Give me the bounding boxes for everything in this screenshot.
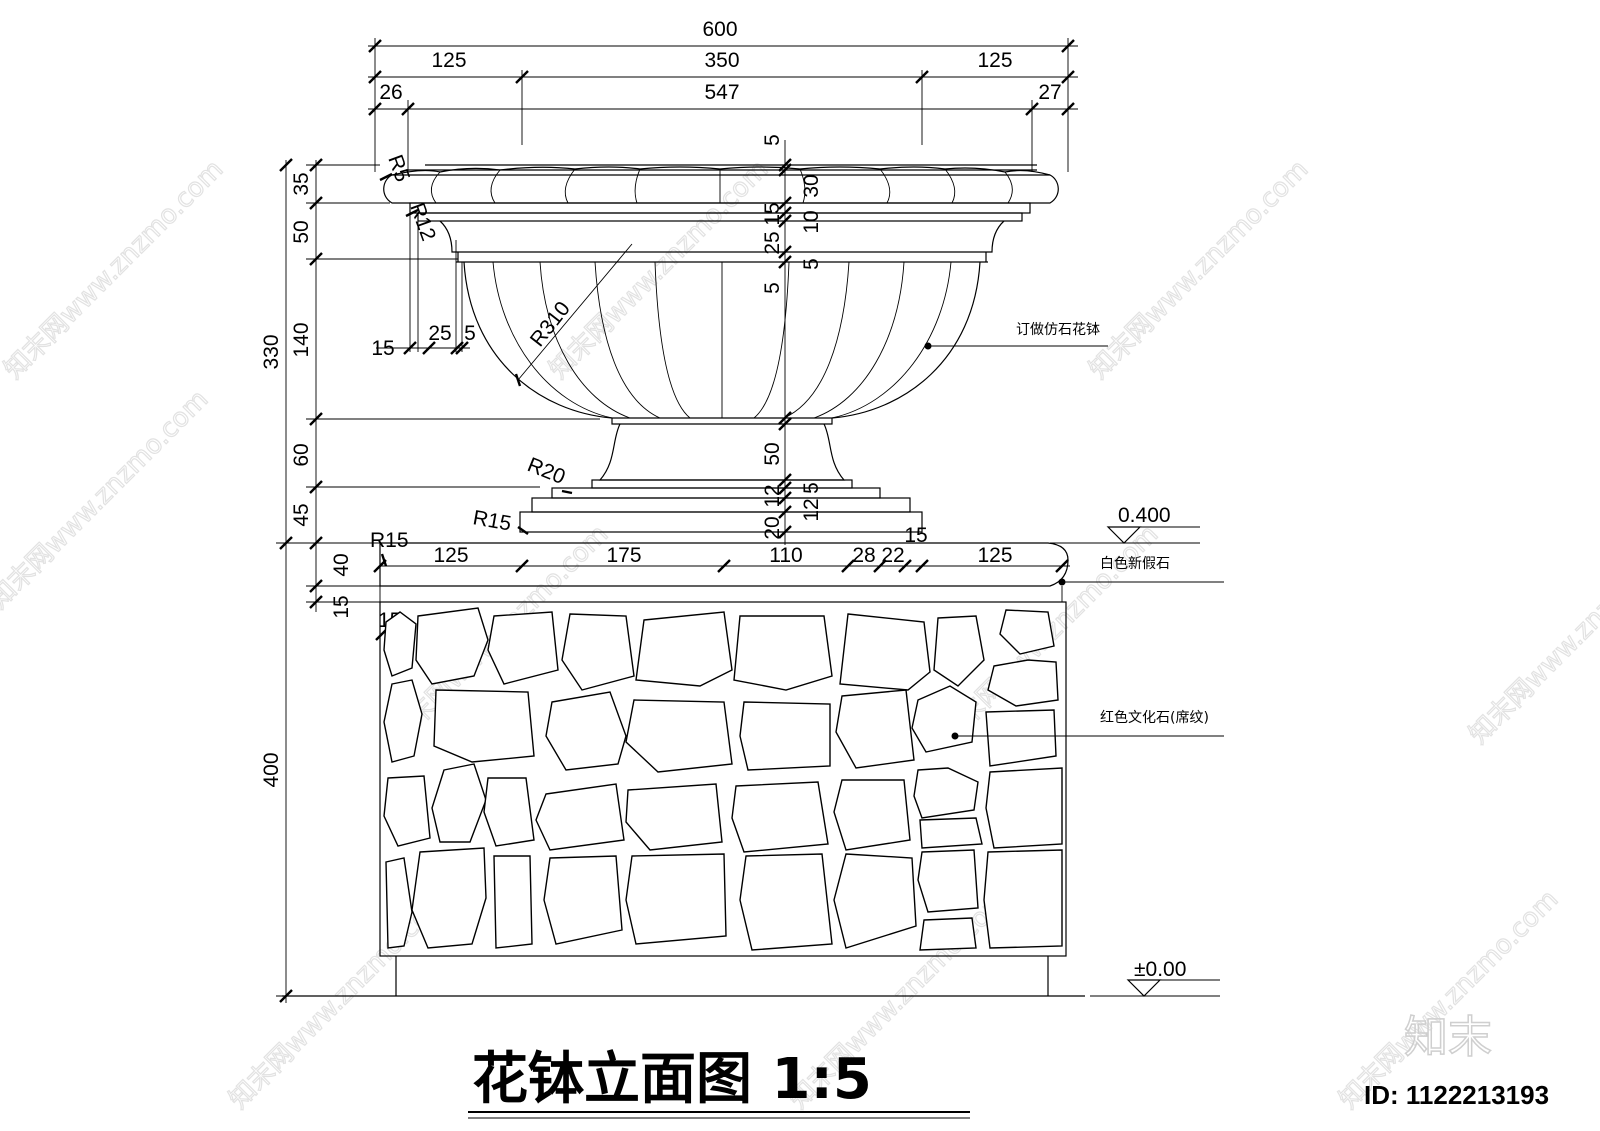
- inner-dimensions: 15 25 5: [371, 205, 476, 360]
- center-dim-25: 25: [761, 231, 784, 254]
- slab-dim-28: 28: [852, 544, 875, 567]
- dim-overall-600: 600: [702, 18, 737, 41]
- center-dimensions: 5 30 15 10 25 5 5 50 12 5 12 20 15: [761, 134, 928, 547]
- radius-r12: R12: [405, 200, 440, 244]
- center-dim-5b: 5: [800, 258, 823, 270]
- dim-125-left: 125: [431, 49, 466, 72]
- dim-15-inner: 15: [371, 337, 394, 360]
- center-dim-5d: 5: [800, 482, 823, 494]
- top-dimensions: 600 125 350 125 26 547 27: [368, 18, 1078, 172]
- center-dim-15: 15: [761, 202, 784, 225]
- dim-547: 547: [704, 81, 739, 104]
- radius-r5: R5: [383, 152, 414, 185]
- annotation-slab: 白色新假石: [1100, 555, 1170, 572]
- dim-50: 50: [290, 220, 313, 243]
- watermark-text: 知末网www.znzmo.com: [1464, 519, 1600, 750]
- center-dim-12a: 12: [761, 484, 784, 507]
- slab-dim-175: 175: [606, 544, 641, 567]
- center-dim-12b: 12: [800, 498, 823, 521]
- title-block: 花钵立面图 1:5: [468, 1047, 970, 1119]
- center-dim-20: 20: [761, 516, 784, 539]
- annotation-base: 红色文化石(席纹): [1100, 709, 1209, 726]
- center-dim-10: 10: [800, 210, 823, 233]
- level-top: 0.400: [1118, 504, 1171, 527]
- radius-r20: R20: [524, 453, 568, 489]
- dim-45: 45: [290, 503, 313, 526]
- id-label: ID: 1122213193: [1364, 1080, 1549, 1110]
- left-dimensions: 330 400 35 50 140 60 45 40 15: [260, 158, 600, 1003]
- drawing-title: 花钵立面图 1:5: [472, 1047, 872, 1112]
- slab-dim-125a: 125: [433, 544, 468, 567]
- radius-r15-slab: R15: [370, 529, 409, 552]
- dim-26: 26: [379, 81, 402, 104]
- dim-400: 400: [260, 752, 283, 787]
- slab-dim-110: 110: [769, 544, 802, 567]
- dim-27: 27: [1038, 81, 1061, 104]
- dim-35: 35: [290, 172, 313, 195]
- annotation-bowl: 订做仿石花钵: [1016, 322, 1100, 338]
- watermark-text: 知末网www.znzmo.com: [0, 154, 229, 385]
- dim-330: 330: [260, 334, 283, 369]
- watermark-text: 知末网www.znzmo.com: [0, 384, 214, 615]
- level-ground: ±0.00: [1134, 958, 1186, 981]
- brand-mark: 知末: [1404, 1012, 1492, 1063]
- center-dim-50: 50: [761, 442, 784, 465]
- slab-dim-125b: 125: [977, 544, 1012, 567]
- dim-60: 60: [290, 443, 313, 466]
- stone-base: [282, 601, 1085, 997]
- cap-slab: 125 175 110 28 22 125: [373, 542, 1070, 602]
- center-dim-5c: 5: [761, 282, 784, 294]
- center-dim-30: 30: [800, 174, 823, 197]
- center-dim-15b: 15: [904, 524, 927, 547]
- watermark-text: 知末网www.znzmo.com: [544, 154, 775, 385]
- flower-bowl: [383, 164, 1059, 533]
- radius-r15-stem: R15: [471, 506, 513, 535]
- center-dim-5a: 5: [761, 134, 784, 146]
- level-marks: 0.400 ±0.00: [1050, 504, 1220, 997]
- material-annotations: 订做仿石花钵 白色新假石 红色文化石(席纹): [924, 322, 1224, 740]
- dim-15-left: 15: [330, 595, 353, 618]
- dim-5-inner: 5: [464, 322, 476, 345]
- dim-40: 40: [330, 553, 353, 576]
- dim-350: 350: [704, 49, 739, 72]
- slab-dim-22: 22: [881, 544, 904, 567]
- dim-125-right: 125: [977, 49, 1012, 72]
- watermark-text: 知末网www.znzmo.com: [1084, 154, 1315, 385]
- dim-25-inner: 25: [428, 322, 451, 345]
- radius-labels: R5 R12 R310 R20 R15 R15 15: [370, 152, 633, 641]
- dim-140: 140: [290, 322, 313, 357]
